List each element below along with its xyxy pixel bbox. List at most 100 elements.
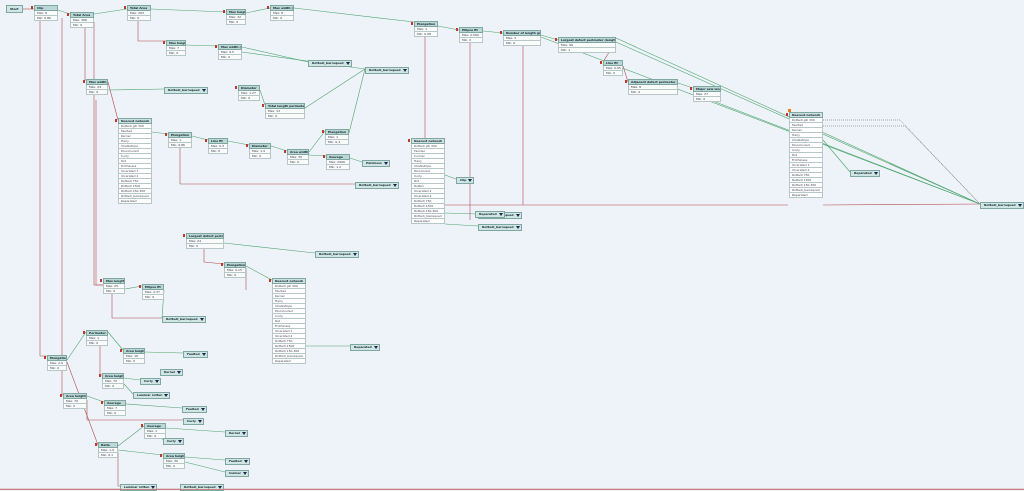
output-out-1[interactable]: Rottedi_barrequed [308,60,352,67]
dropdown-arrow-icon[interactable] [151,486,156,489]
dropdown-arrow-icon[interactable] [873,172,878,175]
dropdown-arrow-icon[interactable] [498,213,503,216]
dropdown-arrow-icon[interactable] [345,62,350,65]
input-port[interactable] [456,28,458,31]
output-out-4[interactable]: Rottedi_barrequed [355,182,399,189]
input-port[interactable] [786,113,788,116]
output-out-5[interactable]: Rottedi_barrequed [980,202,1024,209]
input-port[interactable] [205,139,207,142]
dropdown-arrow-icon[interactable] [200,408,205,411]
dropdown-arrow-icon[interactable] [243,460,248,463]
input-port[interactable] [555,38,557,41]
output-out-2[interactable]: Rottedi_barrequed [365,67,409,74]
output-out-16[interactable]: Curly [140,378,161,385]
start-node[interactable]: Start [6,5,23,13]
dropdown-arrow-icon[interactable] [1017,204,1022,207]
dropdown-arrow-icon[interactable] [392,184,397,187]
dropdown-arrow-icon[interactable] [177,371,181,374]
output-out-9[interactable]: Reparated [850,170,880,177]
node-largest-defect[interactable]: Largest defect perimeter (length) (mm)Ma… [555,37,616,53]
output-out-14[interactable]: Hairiness [362,160,390,167]
output-out-18[interactable]: Laminar rotten [133,392,171,399]
input-port[interactable] [31,6,33,9]
dropdown-arrow-icon[interactable] [243,472,248,475]
input-port[interactable] [44,356,46,359]
output-out-22[interactable]: Faulted [225,458,250,465]
input-port[interactable] [215,45,217,48]
input-port[interactable] [408,139,410,142]
input-port[interactable] [115,119,117,122]
input-port[interactable] [690,87,692,90]
node-adj-defect[interactable]: Adjacent defect perimeter (mm)Max: 8Min:… [625,79,678,95]
dropdown-arrow-icon[interactable] [201,89,206,92]
input-port[interactable] [262,104,264,107]
input-port[interactable] [235,86,237,89]
output-out-15[interactable]: Faulted [183,351,208,358]
dropdown-arrow-icon[interactable] [373,346,378,349]
output-out-21[interactable]: Kernel [225,430,248,437]
dropdown-arrow-icon[interactable] [217,486,222,489]
dropdown-arrow-icon[interactable] [468,179,473,182]
output-out-19[interactable]: Faulted [182,406,207,413]
dropdown-arrow-icon[interactable] [515,214,520,217]
output-out-3[interactable]: Rottedi_barrequed [164,87,208,94]
dropdown-arrow-icon[interactable] [515,226,520,229]
input-port[interactable] [221,263,223,266]
input-port[interactable] [267,6,269,9]
dropdown-arrow-icon[interactable] [383,162,388,165]
dropdown-arrow-icon[interactable] [197,420,202,423]
input-port[interactable] [141,424,143,427]
dropdown-arrow-icon[interactable] [154,380,159,383]
output-out-23[interactable]: Cuimer [225,470,250,477]
input-port[interactable] [322,130,324,133]
input-port[interactable] [165,133,167,136]
input-port[interactable] [323,155,325,158]
output-out-17[interactable]: Kernel [160,369,183,376]
input-port[interactable] [124,6,126,9]
input-port[interactable] [160,454,162,457]
input-port[interactable] [83,80,85,83]
input-port[interactable] [411,22,413,25]
output-out-7[interactable]: Rottedi_barrequed [315,251,359,258]
output-out-6[interactable]: Rottedi_barrequed [478,224,522,231]
output-out-12[interactable]: Clip [456,177,475,184]
input-port[interactable] [500,31,502,34]
input-port[interactable] [163,41,165,44]
dropdown-arrow-icon[interactable] [201,353,206,356]
input-port[interactable] [223,10,225,13]
input-port[interactable] [120,349,122,352]
output-out-8[interactable]: Rottedi_barrequed [162,316,206,323]
input-port[interactable] [139,285,141,288]
input-port[interactable] [99,374,101,377]
